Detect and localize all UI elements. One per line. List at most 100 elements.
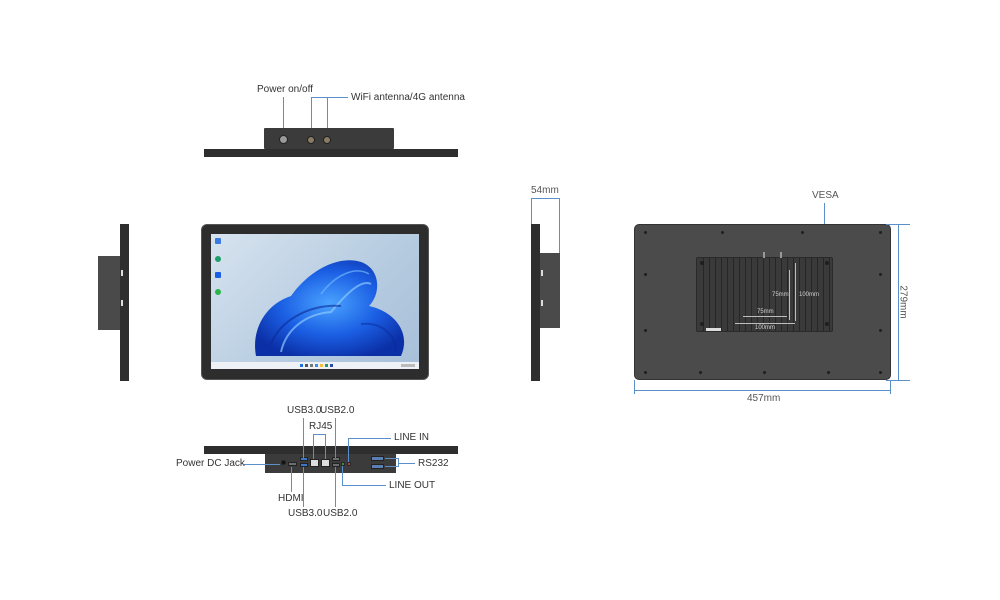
line-in-label: LINE IN <box>394 432 430 443</box>
antenna-stub-icon <box>780 252 782 258</box>
dc-jack-icon <box>281 460 286 465</box>
rs232-callout-bar <box>398 458 399 467</box>
rs232-callout <box>385 466 399 467</box>
line-out-label: LINE OUT <box>389 480 436 491</box>
antenna-callout-line-2 <box>327 97 328 138</box>
antenna-label: WiFi antenna/4G antenna <box>351 92 465 103</box>
left-slot <box>121 270 123 276</box>
line-in-callout <box>348 438 349 462</box>
vesa-label: VESA <box>812 190 839 201</box>
depth-label: 54mm <box>531 185 559 196</box>
fin <box>781 258 782 331</box>
fin <box>799 258 800 331</box>
widgets-icon[interactable] <box>315 364 318 367</box>
left-side-housing <box>98 256 120 330</box>
width-dim-tick <box>890 380 891 394</box>
screen <box>211 234 419 369</box>
fin <box>715 258 716 331</box>
power-button-icon <box>279 135 288 144</box>
depth-dim-line <box>531 198 560 199</box>
system-tray[interactable] <box>401 364 415 367</box>
rear-label-sticker <box>706 328 721 331</box>
vesa-100mm-vertical: 100mm <box>799 292 820 298</box>
recycle-bin-icon[interactable] <box>215 238 221 244</box>
taskview-icon[interactable] <box>310 364 313 367</box>
usb20-top-label: USB2.0 <box>320 405 355 416</box>
vesa-hole-icon <box>825 322 829 326</box>
start-icon[interactable] <box>300 364 303 367</box>
power-label: Power on/off <box>257 84 313 95</box>
depth-dim-tick <box>531 198 532 224</box>
line-out-jack-icon <box>341 462 345 466</box>
vesa-dim-line <box>795 263 796 321</box>
vesa-dim-line <box>789 270 790 320</box>
power-callout-line <box>283 97 284 138</box>
antenna-stub-icon <box>763 252 765 258</box>
rear-panel: 75mm 100mm 75mm 100mm <box>634 224 891 380</box>
usb30-port-icon <box>300 457 308 461</box>
fin <box>823 258 824 331</box>
hdmi-label: HDMI <box>278 493 304 504</box>
store-icon[interactable] <box>330 364 333 367</box>
fin <box>757 258 758 331</box>
rj45-callout <box>325 434 326 459</box>
screw-icon <box>879 231 882 234</box>
rj45-port-icon <box>310 459 319 467</box>
line-in-jack-icon <box>347 462 351 466</box>
fin <box>793 258 794 331</box>
vesa-heatsink: 75mm 100mm 75mm 100mm <box>696 257 833 332</box>
usb30-top-callout <box>303 418 304 458</box>
usb30-port-icon <box>300 463 308 467</box>
antenna-callout-line-1 <box>311 97 312 138</box>
fin <box>703 258 704 331</box>
dc-jack-callout <box>244 464 280 465</box>
rs232-label: RS232 <box>418 458 449 469</box>
rj45-callout-bar <box>313 434 326 435</box>
fin <box>805 258 806 331</box>
edge-icon[interactable] <box>215 256 221 262</box>
toggle-app-icon[interactable] <box>215 289 221 295</box>
vesa-hole-icon <box>825 261 829 265</box>
screw-icon <box>721 231 724 234</box>
fin <box>727 258 728 331</box>
fin <box>763 258 764 331</box>
rs232-callout <box>385 458 399 459</box>
fin <box>739 258 740 331</box>
usb20-bottom-callout <box>335 467 336 507</box>
screw-icon <box>644 273 647 276</box>
usb30-top-label: USB3.0 <box>287 405 322 416</box>
width-dim-line <box>634 390 891 391</box>
screw-icon <box>699 371 702 374</box>
usb20-port-icon <box>332 463 340 467</box>
usb20-top-callout <box>335 418 336 458</box>
screw-icon <box>644 329 647 332</box>
antenna-connector-icon <box>307 136 315 144</box>
app-icon[interactable] <box>215 272 221 278</box>
usb30-bottom-label: USB3.0 <box>288 508 323 519</box>
search-icon[interactable] <box>305 364 308 367</box>
usb30-bottom-callout <box>303 467 304 507</box>
vesa-100mm-horizontal: 100mm <box>755 325 776 331</box>
left-slot <box>121 300 123 306</box>
rs232-callout <box>398 463 415 464</box>
antenna-callout-bar <box>311 97 348 98</box>
vesa-75mm-vertical: 75mm <box>772 292 789 298</box>
fin <box>829 258 830 331</box>
screw-icon <box>644 231 647 234</box>
fin <box>769 258 770 331</box>
vesa-hole-icon <box>700 261 704 265</box>
screw-icon <box>827 371 830 374</box>
power-dc-jack-label: Power DC Jack <box>176 458 245 469</box>
height-label: 279mm <box>897 285 909 319</box>
fin <box>787 258 788 331</box>
line-out-callout <box>342 466 343 486</box>
fin <box>733 258 734 331</box>
browser-icon[interactable] <box>325 364 328 367</box>
rj45-port-icon <box>321 459 330 467</box>
fin <box>709 258 710 331</box>
vesa-hole-icon <box>700 322 704 326</box>
fin <box>811 258 812 331</box>
folder-icon[interactable] <box>320 364 323 367</box>
hdmi-callout <box>291 467 292 492</box>
windows-bloom-wallpaper-icon <box>255 260 405 356</box>
